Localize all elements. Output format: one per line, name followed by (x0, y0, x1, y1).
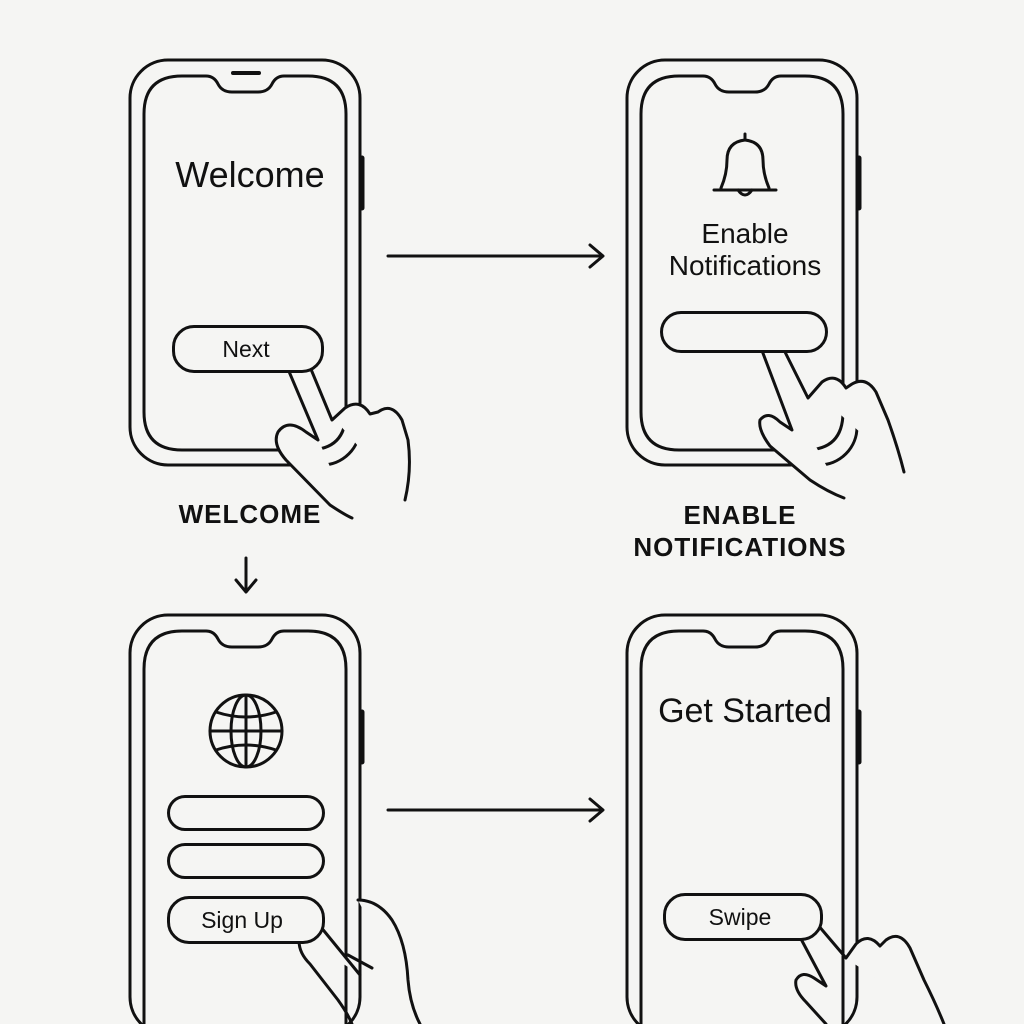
welcome-title: Welcome (175, 154, 325, 195)
swipe-button[interactable]: Swipe (663, 893, 823, 941)
get-started-title: Get Started (658, 692, 832, 730)
phone-welcome (128, 58, 365, 467)
notifications-title: Enable Notifications (668, 218, 822, 282)
bell-icon (712, 132, 778, 197)
sign-up-button-label: Sign Up (201, 906, 283, 933)
enable-notifications-button[interactable] (660, 311, 828, 353)
arrow-signup-to-get-started (386, 797, 605, 823)
signup-field-2[interactable] (167, 843, 325, 879)
arrow-welcome-to-notifications (386, 243, 605, 269)
hand-tap-notifications (756, 331, 906, 500)
signup-field-1[interactable] (167, 795, 325, 831)
notifications-caption: ENABLE NOTIFICATIONS (633, 500, 847, 562)
hand-tap-next (274, 354, 411, 520)
arrow-welcome-down (234, 556, 258, 594)
globe-icon (208, 693, 284, 769)
phone-get-started (625, 613, 862, 1024)
sign-up-button[interactable]: Sign Up (167, 896, 325, 944)
next-button-label: Next (222, 335, 270, 362)
swipe-button-label: Swipe (708, 903, 772, 930)
next-button[interactable]: Next (172, 325, 324, 373)
welcome-caption: WELCOME (178, 499, 322, 529)
